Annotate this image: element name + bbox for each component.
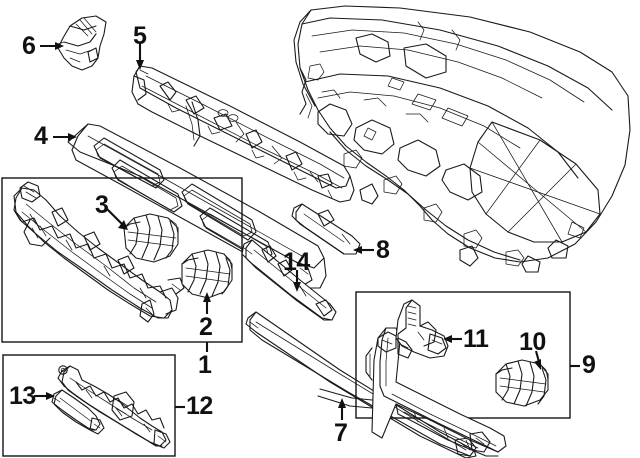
callout-label-5[interactable]: 5: [133, 22, 147, 50]
part-13-glove-box-trim-strip: [51, 389, 105, 435]
callout-label-14[interactable]: 14: [283, 248, 310, 276]
part-10-side-air-vent: [495, 359, 549, 407]
part-12-glove-box-assembly: [57, 365, 171, 449]
part-5-upper-trim-panel: [131, 65, 355, 203]
callout-label-11[interactable]: 11: [463, 325, 489, 353]
group-box-12: [2, 354, 176, 457]
part-1-instrument-panel-duct-assembly: [13, 181, 185, 323]
part-6-end-cap-bracket: [57, 15, 107, 71]
callout-label-1[interactable]: 1: [198, 351, 212, 379]
leader-lines: [34, 42, 580, 420]
part-2-air-vent-outlet-right: [181, 249, 233, 299]
part-main-instrument-panel-body: [293, 5, 631, 273]
callout-label-8[interactable]: 8: [376, 236, 390, 264]
callout-label-3[interactable]: 3: [95, 191, 109, 219]
callout-label-13[interactable]: 13: [9, 382, 36, 410]
callout-label-4[interactable]: 4: [34, 122, 48, 150]
part-3-air-vent-outlet-left: [123, 213, 179, 263]
callout-label-12[interactable]: 12: [186, 392, 213, 420]
callout-label-7[interactable]: 7: [334, 419, 348, 447]
part-9-reinforcement-beam-assembly: [365, 327, 507, 457]
part-8-filler-wedge-trim: [291, 203, 361, 255]
callout-label-2[interactable]: 2: [199, 313, 213, 341]
part-11-mounting-bracket: [395, 299, 449, 359]
callout-label-6[interactable]: 6: [22, 32, 36, 60]
callout-label-9[interactable]: 9: [582, 351, 596, 379]
group-box-1: [1, 177, 243, 343]
callout-label-10[interactable]: 10: [519, 328, 546, 356]
